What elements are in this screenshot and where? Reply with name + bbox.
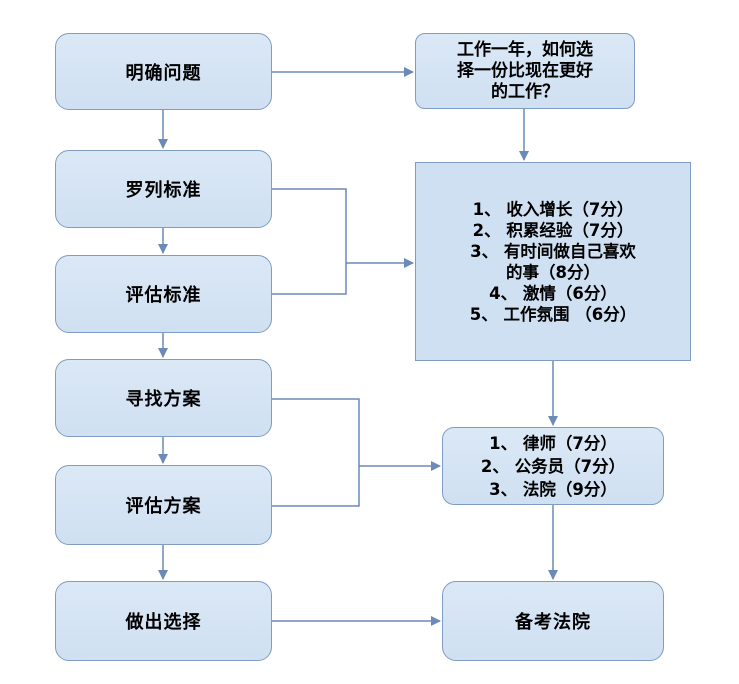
criteria-item: 2、 积累经验（7分） xyxy=(472,220,634,240)
step-list-criteria: 罗列标准 xyxy=(55,150,272,228)
step-label: 寻找方案 xyxy=(125,389,202,410)
merge-steps-4-5 xyxy=(272,398,360,507)
criteria-item: 4、 激情（6分） xyxy=(489,283,617,303)
criteria-item: 5、 工作氛围 （6分） xyxy=(469,304,637,324)
criteria-item: 1、 收入增长（7分） xyxy=(472,199,634,219)
step-evaluate-options: 评估方案 xyxy=(55,465,272,545)
step-label: 评估标准 xyxy=(125,285,202,306)
criteria-item: 3、 有时间做自己喜欢 xyxy=(470,241,636,261)
step-label: 明确问题 xyxy=(125,62,202,84)
merge-steps-2-3 xyxy=(272,188,347,295)
decision-box: 备考法院 xyxy=(442,581,664,661)
option-item: 3、 法院（9分） xyxy=(489,479,617,499)
step-make-choice: 做出选择 xyxy=(55,581,272,661)
step-evaluate-criteria: 评估标准 xyxy=(55,255,272,333)
question-box: 工作一年，如何选 择一份比现在更好 的工作？ xyxy=(415,33,635,109)
criteria-box: 1、 收入增长（7分） 2、 积累经验（7分） 3、 有时间做自己喜欢 的事（8… xyxy=(415,162,691,361)
step-label: 做出选择 xyxy=(125,612,202,633)
question-line: 择一份比现在更好 xyxy=(457,60,593,81)
step-label: 罗列标准 xyxy=(125,180,202,201)
question-line: 工作一年，如何选 xyxy=(457,39,593,60)
step-label: 评估方案 xyxy=(125,496,202,517)
option-item: 1、 律师（7分） xyxy=(489,433,617,453)
step-define-problem: 明确问题 xyxy=(55,33,272,110)
question-line: 的工作？ xyxy=(491,81,559,102)
criteria-item: 的事（8分） xyxy=(506,262,600,282)
options-box: 1、 律师（7分） 2、 公务员（7分） 3、 法院（9分） xyxy=(442,427,664,505)
option-item: 2、 公务员（7分） xyxy=(480,456,626,476)
decision-label: 备考法院 xyxy=(515,612,591,633)
step-find-options: 寻找方案 xyxy=(55,359,272,437)
